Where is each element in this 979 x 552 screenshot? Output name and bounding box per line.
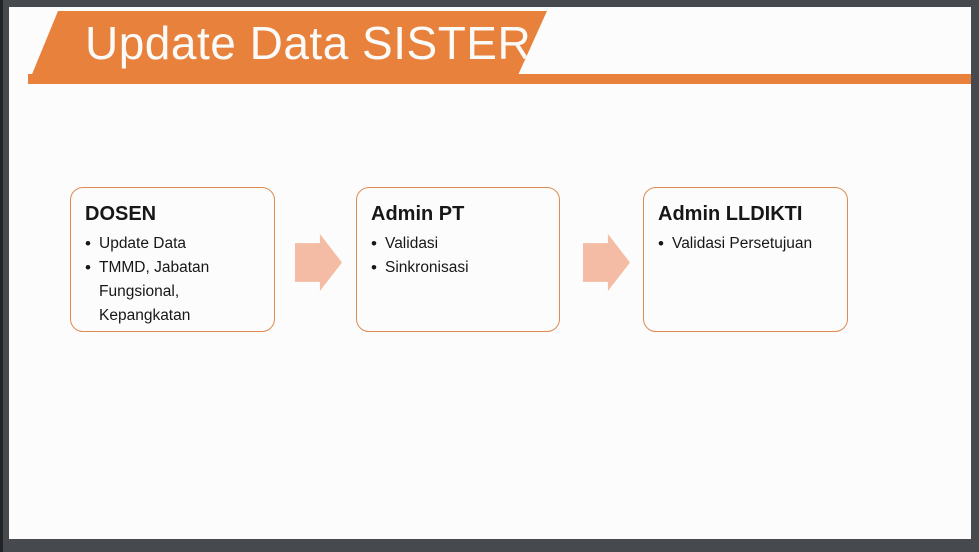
bullet-item: Validasi Persetujuan	[657, 232, 834, 256]
bullet-item: Sinkronisasi	[370, 256, 546, 280]
box-title: Admin LLDIKTI	[658, 203, 803, 225]
slide-title: Update Data SISTER	[85, 16, 532, 69]
viewer-frame-edge	[0, 0, 3, 552]
title-banner: Update Data SISTER	[28, 11, 547, 84]
right-block-arrow-icon	[295, 234, 342, 291]
right-block-arrow-icon	[583, 234, 630, 291]
bullet-list: Validasi Persetujuan	[657, 232, 834, 256]
box-title: DOSEN	[85, 203, 157, 225]
flow-box-admin-lldikti: Admin LLDIKTI Validasi Persetujuan	[643, 187, 848, 332]
bullet-item: Update Data	[84, 232, 261, 256]
bullet-item: TMMD, Jabatan Fungsional, Kepangkatan	[84, 256, 261, 328]
bullet-item: Validasi	[370, 232, 546, 256]
flow-box-dosen: DOSEN Update DataTMMD, Jabatan Fungsiona…	[70, 187, 275, 332]
bullet-list: ValidasiSinkronisasi	[370, 232, 546, 280]
flow-box-admin-pt: Admin PT ValidasiSinkronisasi	[356, 187, 560, 332]
box-title: Admin PT	[371, 203, 465, 225]
bullet-list: Update DataTMMD, Jabatan Fungsional, Kep…	[84, 232, 261, 328]
slide-canvas: Update Data SISTER DOSEN Update DataTMMD…	[9, 7, 971, 539]
